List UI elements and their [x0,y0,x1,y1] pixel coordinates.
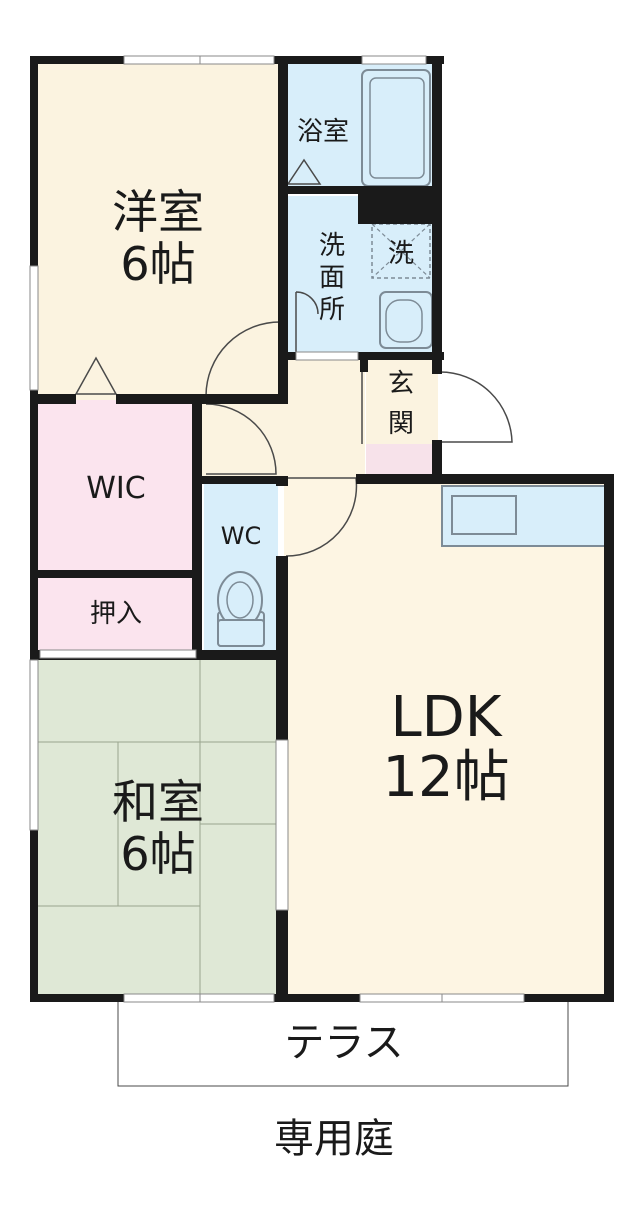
western-room-name: 洋室 [112,185,204,239]
closet-triangle [74,356,118,395]
window-japanese-bottom [123,993,275,1003]
western-room-floor [36,62,280,400]
wc-label: WC [221,522,262,550]
door-wic [205,403,277,475]
window-western-left [29,265,39,391]
door-washroom [295,291,319,315]
garden-label: 専用庭 [274,1116,394,1162]
window-washroom-bottom [295,351,359,361]
closet-label: 押入 [90,599,142,629]
window-japanese-left [29,659,39,831]
washer-pan-diagonal-2 [371,223,431,279]
door-western-room [205,321,281,397]
washer-label: 洗 [388,239,414,269]
door-wc [285,477,358,557]
tatami-lines [36,656,280,996]
toilet-seat [226,581,254,619]
washroom-label-1: 洗 [319,231,345,261]
ldk-size: 12帖 [382,745,509,810]
kitchen-sink [451,495,517,535]
japanese-room-floor [36,656,280,996]
bath-entry-triangle [286,158,322,185]
bathtub-inner [369,77,425,179]
entrance-label-1: 玄 [388,369,414,399]
windows [29,55,525,1003]
door-swings [205,291,513,557]
entrance-label-2: 関 [388,409,414,439]
bathtub [361,69,431,187]
window-bath-top [361,55,427,65]
washbasin-bowl [385,299,423,343]
toilet-tank-lid [217,619,265,647]
wic-label: WIC [86,471,145,506]
ldk-floor [284,480,610,996]
terrace-label: テラス [284,1020,403,1066]
closet-floor [36,576,196,652]
window-japanese-top [39,649,197,659]
japanese-room-name: 和室 [112,775,204,829]
washroom-label-2: 面 [319,263,345,293]
ldk-name: LDK [390,685,502,750]
window-western-top [123,55,275,65]
bathroom-label: 浴室 [297,117,349,147]
entrance-step [366,444,438,477]
western-room-size: 6帖 [120,237,195,291]
terrace-outline [117,1002,569,1087]
washroom-label-3: 所 [319,295,345,325]
door-entrance [439,371,513,443]
window-japanese-right [275,739,289,911]
washer-pan-diagonal [371,223,431,279]
kitchen-counter [441,485,607,547]
japanese-room-size: 6帖 [120,827,195,881]
wic-floor [36,400,196,572]
